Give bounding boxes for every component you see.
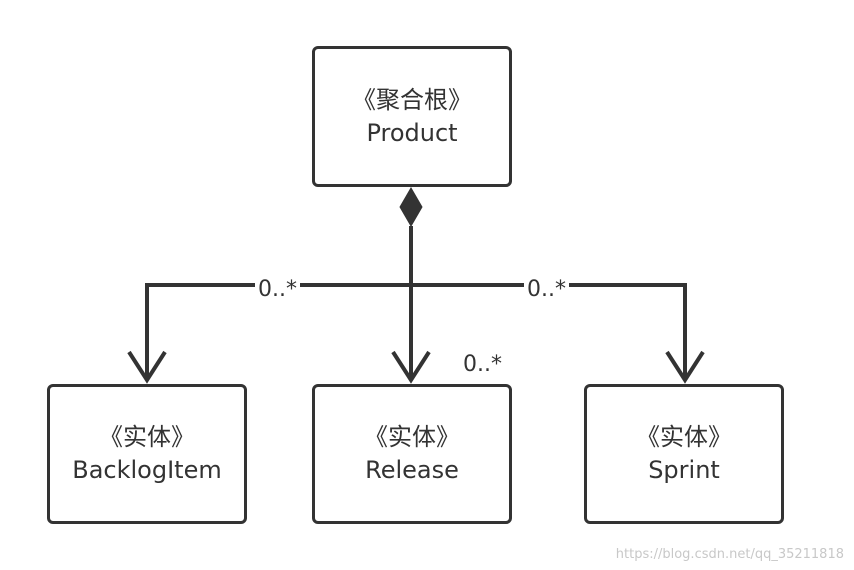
node-name: Product [366, 118, 458, 147]
node-sprint: 《实体》 Sprint [584, 384, 784, 524]
arrowhead-backlog-icon [127, 350, 167, 384]
composition-diamond-icon [399, 187, 423, 227]
arrowhead-sprint-icon [665, 350, 705, 384]
arrowhead-release-icon [391, 350, 431, 384]
watermark-text: https://blog.csdn.net/qq_35211818 [615, 547, 844, 562]
node-release: 《实体》 Release [312, 384, 512, 524]
node-name: Release [365, 456, 459, 484]
node-name: Sprint [648, 456, 720, 484]
node-stereotype: 《实体》 [636, 423, 732, 451]
node-stereotype: 《聚合根》 [352, 85, 472, 114]
node-name: BacklogItem [72, 456, 222, 484]
multiplicity-sprint: 0..* [524, 277, 569, 303]
node-product: 《聚合根》 Product [312, 46, 512, 187]
multiplicity-backlog-item: 0..* [255, 277, 300, 303]
node-stereotype: 《实体》 [364, 423, 460, 451]
node-backlog-item: 《实体》 BacklogItem [47, 384, 247, 524]
node-stereotype: 《实体》 [99, 423, 195, 451]
multiplicity-release: 0..* [463, 352, 502, 377]
